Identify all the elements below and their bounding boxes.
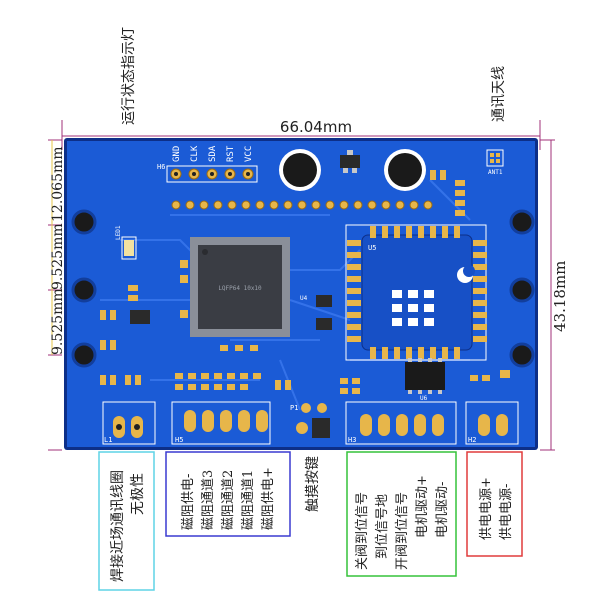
p1-label: P1 (290, 404, 298, 412)
h6-label: H6 (157, 163, 165, 171)
h6-pin-3: RST (226, 145, 236, 162)
touch-pad: P1 (290, 403, 330, 438)
status-led-label: 运行状态指示灯 (121, 27, 137, 125)
coil-annotation: 焊接近场通讯线圈 无极性 (98, 451, 155, 591)
dimension-left-bottom: 9.525mm (50, 288, 66, 355)
h6-pin-4: VCC (244, 146, 254, 162)
sensor-line-2: 磁阻通道3 (201, 470, 216, 530)
connector-h3: H3 (345, 401, 457, 445)
dimension-height: 43.18mm (551, 261, 569, 332)
valve-line-4: 电机驱动+ (415, 475, 430, 538)
touch-label: 触摸按键 (305, 456, 321, 512)
antenna-label: 通讯天线 (491, 66, 507, 122)
mounting-holes (71, 209, 535, 368)
passives-right (430, 170, 465, 216)
valve-line-1: 关阀到位信号 (355, 492, 370, 570)
h6-pin-0: GND (172, 146, 182, 162)
sensor-line-1: 磁阻供电- (181, 474, 196, 530)
sensor-annotation: 磁阻供电- 磁阻通道3 磁阻通道2 磁阻通道1 磁阻供电+ (165, 451, 291, 537)
h3-label: H3 (348, 436, 356, 444)
led-label: LED1 (115, 225, 122, 240)
h6-header: GND CLK SDA RST VCC H6 (157, 145, 258, 183)
passives-lower (175, 345, 510, 394)
sensor-line-4: 磁阻通道1 (241, 470, 256, 530)
valve-line-3: 开阀到位信号 (395, 492, 410, 570)
h2-label: H2 (468, 436, 476, 444)
h5-label: H5 (175, 436, 183, 444)
sensor-line-3: 磁阻通道2 (221, 470, 236, 530)
h6-pin-2: SDA (208, 145, 218, 162)
round-component-left (279, 149, 321, 191)
u6-chip: U6 (405, 358, 445, 402)
h6-pin-1: CLK (190, 145, 200, 162)
connector-h2: H2 (465, 401, 519, 445)
valve-line-5: 电机驱动- (435, 482, 450, 538)
antenna-label-group: 通讯天线 (491, 66, 507, 122)
coil-line-2: 无极性 (130, 473, 146, 515)
dimension-left-top: 12.065mm (50, 146, 66, 222)
power-annotation: 供电电源+ 供电电源- (466, 451, 523, 557)
u5-label: U5 (368, 244, 376, 252)
dimension-width: 66.04mm (280, 118, 352, 136)
connector-l1: L1 (102, 401, 156, 445)
mcu-marking: LQFP64 10x10 (218, 285, 262, 292)
dimension-lines (48, 120, 555, 451)
dimension-left-mid: 9.525mm (50, 223, 66, 290)
round-component-right (384, 149, 426, 191)
mcu-chip: LQFP64 10x10 (190, 237, 290, 337)
valve-line-2: 到位信号地 (375, 494, 390, 559)
transistor-top (340, 150, 360, 173)
valve-annotation: 关阀到位信号 到位信号地 开阀到位信号 电机驱动+ 电机驱动- (346, 451, 457, 577)
power-line-1: 供电电源+ (479, 477, 494, 540)
coil-line-1: 焊接近场通讯线圈 (109, 470, 126, 582)
sensor-line-5: 磁阻供电+ (261, 467, 276, 530)
crystal (130, 310, 150, 324)
u5-module: U5 (345, 224, 487, 361)
status-led-label-group: 运行状态指示灯 (121, 27, 137, 125)
u6-label: U6 (420, 395, 428, 402)
l1-label: L1 (104, 436, 112, 444)
u4-label: U4 (300, 295, 308, 302)
pad-row (171, 200, 433, 210)
u4-area: U4 (300, 295, 332, 330)
touch-annotation: 触摸按键 (305, 456, 321, 512)
antenna-connector: ANT1 (486, 149, 504, 176)
connector-h5: H5 (171, 401, 271, 445)
pcb-board: GND CLK SDA RST VCC H6 (64, 138, 538, 450)
led1: LED1 (115, 225, 137, 260)
power-line-2: 供电电源- (499, 484, 514, 540)
ant-label: ANT1 (488, 169, 503, 176)
passives-left (100, 260, 188, 385)
